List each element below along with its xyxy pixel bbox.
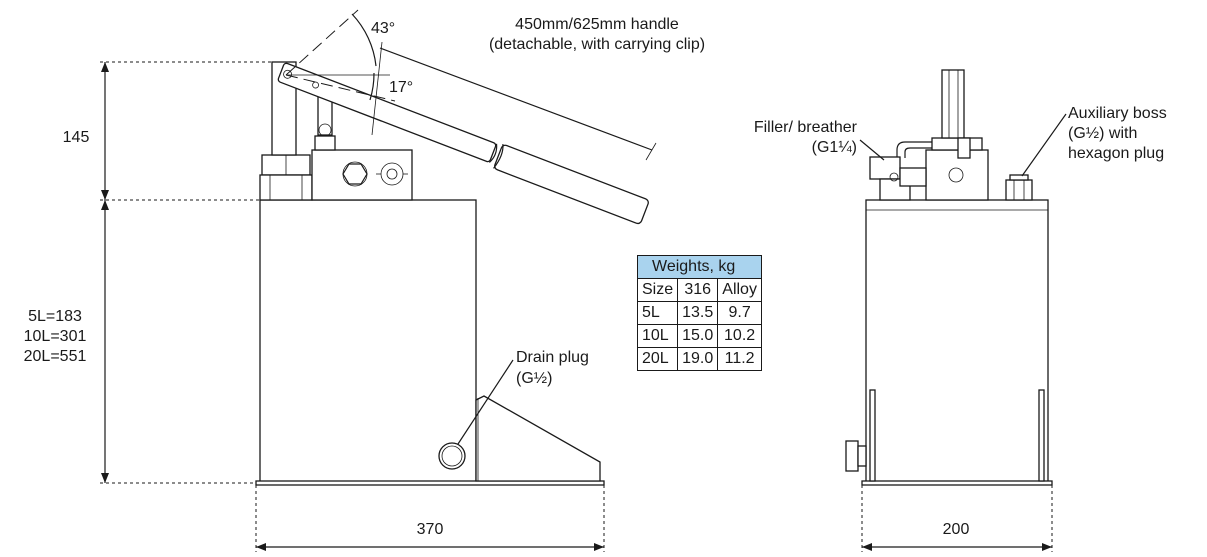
front-handle-lever [277, 62, 497, 163]
handle-label-line2: (detachable, with carrying clip) [489, 36, 705, 53]
table-row: 20L 19.0 11.2 [636, 347, 762, 371]
angle-43-line [285, 9, 359, 76]
side-tank [865, 199, 1049, 484]
table-row: 5L 13.5 9.7 [636, 301, 762, 325]
weights-header-316: 316 [677, 278, 719, 302]
dim-height-5l: 5L=183 [28, 308, 82, 325]
front-pump-block [311, 149, 413, 201]
dim-height-10l: 10L=301 [24, 328, 87, 345]
handle-label-line1: 450mm/625mm handle [515, 16, 679, 33]
filler-label-line2: (G1¼) [812, 139, 857, 156]
angle-17-label: 17° [389, 79, 413, 96]
aux-label-line1: Auxiliary boss [1068, 105, 1167, 122]
weights-header-alloy: Alloy [717, 278, 762, 302]
table-row: 10L 15.0 10.2 [636, 324, 762, 348]
table-cell: 11.2 [717, 347, 762, 371]
weights-header-size: Size [636, 278, 679, 302]
weights-table: Weights, kg Size 316 Alloy 5L 13.5 9.7 1… [636, 255, 762, 371]
table-cell: 10L [636, 324, 679, 348]
aux-label-line2: (G½) with [1068, 125, 1137, 142]
drain-plug-label-line1: Drain plug [516, 349, 589, 366]
front-view: 43° 17° 450mm/625mm handle (detachable, … [24, 9, 705, 552]
front-handle-grip [494, 144, 649, 225]
dim-height-20l: 20L=551 [24, 348, 87, 365]
table-cell: 5L [636, 301, 679, 325]
side-base-plate [861, 480, 1053, 486]
drain-plug [438, 442, 466, 470]
table-cell: 20L [636, 347, 679, 371]
side-view: Filler/ breather (G1¼) Auxiliary boss (G… [754, 69, 1167, 552]
front-bracket [475, 395, 601, 482]
filler-label-line1: Filler/ breather [754, 119, 858, 136]
filler-leader [859, 139, 885, 161]
drain-plug-label-line2: (G½) [516, 370, 552, 387]
side-pump-block [925, 149, 989, 201]
aux-leader [1021, 113, 1067, 177]
drain-plug-leader [457, 359, 514, 445]
table-cell: 19.0 [677, 347, 719, 371]
weights-table-title-row: Weights, kg [637, 255, 762, 279]
aux-boss-plug [1005, 179, 1033, 201]
side-pump-column [941, 69, 965, 139]
table-cell: 15.0 [677, 324, 719, 348]
dim-145-label: 145 [63, 129, 90, 146]
front-tank [259, 199, 477, 484]
side-filler-cap [869, 156, 901, 180]
table-cell: 13.5 [677, 301, 719, 325]
angle-17-line [285, 74, 396, 102]
aux-label-line3: hexagon plug [1068, 145, 1164, 162]
handle-dimension-line [379, 47, 653, 151]
weights-table-title: Weights, kg [637, 255, 762, 279]
table-cell: 9.7 [717, 301, 762, 325]
weights-table-header-row: Size 316 Alloy [636, 278, 762, 302]
dim-200-label: 200 [943, 521, 970, 538]
table-cell: 10.2 [717, 324, 762, 348]
dim-370-label: 370 [417, 521, 444, 538]
side-bottom-boss [845, 440, 859, 472]
front-base-plate [255, 480, 605, 486]
angle-43-label: 43° [371, 20, 395, 37]
